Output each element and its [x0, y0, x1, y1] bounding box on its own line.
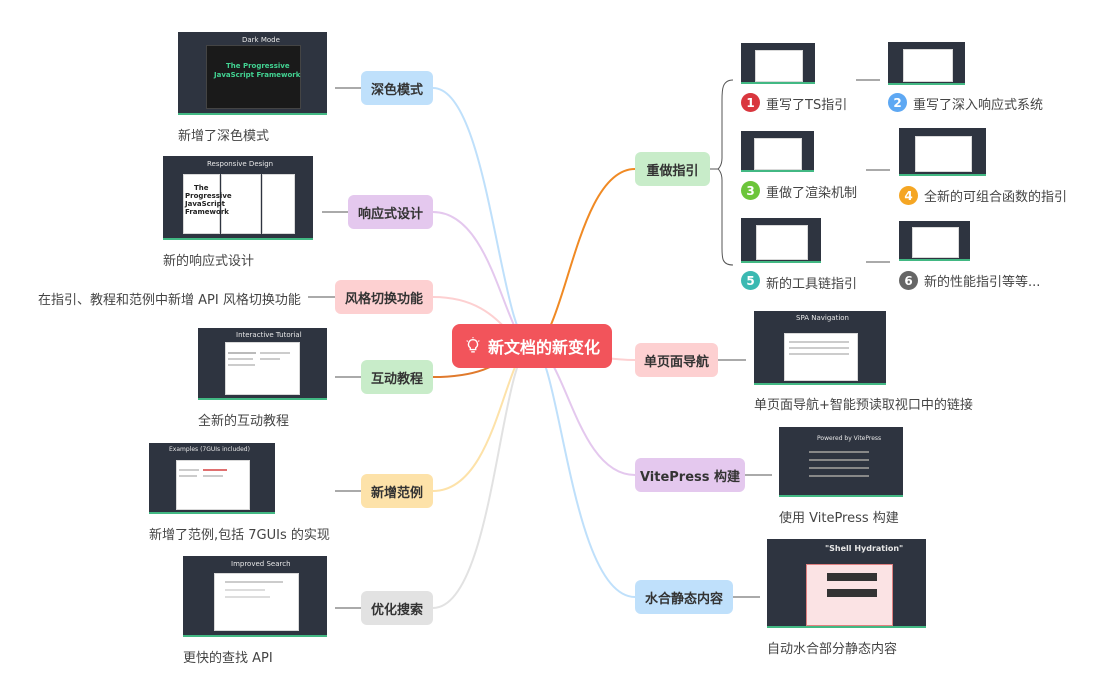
caption-style-switch: 在指引、教程和范例中新增 API 风格切换功能	[38, 293, 301, 308]
screenshot-title: Interactive Tutorial	[236, 331, 302, 339]
screenshot-accent-bar	[178, 113, 327, 115]
screenshot-page	[262, 174, 295, 234]
branch-interactive-tutorial[interactable]: 互动教程	[361, 360, 433, 394]
guide-item-performance[interactable]: 新的性能指引等等...	[924, 275, 1041, 290]
branch-style-switch[interactable]: 风格切换功能	[335, 280, 433, 314]
screenshot-page	[206, 45, 301, 109]
branch-label: 互动教程	[370, 371, 423, 387]
screenshot-title: Powered by VitePress	[817, 435, 882, 442]
caption-interactive-tutorial: 全新的互动教程	[198, 414, 290, 429]
screenshot-headline: The	[194, 184, 209, 192]
branch-label: 优化搜索	[370, 602, 423, 618]
caption-dark-mode: 新增了深色模式	[178, 129, 270, 144]
branch-label: 水合静态内容	[644, 591, 723, 607]
central-topic-label: 新文档的新变化	[487, 338, 600, 357]
central-topic[interactable]: 新文档的新变化	[452, 324, 612, 368]
caption-new-examples: 新增了范例,包括 7GUIs 的实现	[149, 528, 330, 543]
screenshot-accent-bar	[183, 635, 327, 637]
number-badge-6: 6	[899, 271, 918, 290]
screenshot-headline: JavaScript	[185, 200, 226, 208]
guide-item-rendering[interactable]: 重做了渲染机制	[766, 186, 858, 201]
screenshot-title: Examples (7GUIs included)	[169, 446, 250, 453]
search-screenshot: Improved Search	[183, 556, 327, 637]
caption-responsive-design: 新的响应式设计	[163, 254, 255, 269]
screenshot-headline: The Progressive	[226, 62, 290, 70]
caption-vitepress: 使用 VitePress 构建	[779, 511, 899, 526]
lightbulb-icon	[466, 337, 480, 353]
guide-item-reactivity[interactable]: 重写了深入响应式系统	[913, 98, 1044, 113]
branch-responsive-design[interactable]: 响应式设计	[348, 195, 433, 229]
responsive-screenshot: Responsive Design The Progressive JavaSc…	[163, 156, 313, 240]
spa-navigation-screenshot: SPA Navigation	[754, 311, 886, 385]
dark-mode-screenshot: Dark Mode The Progressive JavaScript Fra…	[178, 32, 327, 115]
guide-ts-screenshot	[741, 43, 815, 84]
branch-spa-navigation[interactable]: 单页面导航	[635, 343, 718, 377]
guide-rendering-screenshot	[741, 131, 814, 172]
vitepress-screenshot: Powered by VitePress	[779, 427, 903, 497]
screenshot-accent-bar	[163, 238, 313, 240]
number-badge-4: 4	[899, 186, 918, 205]
screenshot-title: Dark Mode	[242, 36, 280, 44]
branch-static-hydration[interactable]: 水合静态内容	[635, 580, 733, 614]
guide-item-composables[interactable]: 全新的可组合函数的指引	[924, 190, 1068, 205]
screenshot-page	[176, 460, 250, 510]
screenshot-title: Responsive Design	[207, 160, 274, 168]
examples-screenshot: Examples (7GUIs included)	[149, 443, 275, 514]
guide-tooling-screenshot	[741, 218, 821, 263]
branch-vitepress[interactable]: VitePress 构建	[635, 458, 745, 492]
screenshot-headline: JavaScript Framework	[214, 71, 301, 79]
screenshot-page	[183, 174, 220, 234]
screenshot-title: SPA Navigation	[796, 314, 849, 322]
screenshot-accent-bar	[149, 512, 275, 514]
branch-label: VitePress 构建	[639, 469, 741, 485]
screenshot-headline: Progressive	[185, 192, 232, 200]
screenshot-page	[221, 174, 261, 234]
branch-improved-search[interactable]: 优化搜索	[361, 591, 433, 625]
tutorial-screenshot: Interactive Tutorial	[198, 328, 327, 400]
guide-reactivity-screenshot	[888, 42, 965, 85]
branch-dark-mode[interactable]: 深色模式	[361, 71, 433, 105]
screenshot-title: "Shell Hydration"	[825, 544, 904, 553]
hydration-screenshot: "Shell Hydration"	[767, 539, 926, 628]
number-badge-5: 5	[741, 271, 760, 290]
caption-static-hydration: 自动水合部分静态内容	[767, 642, 898, 657]
branch-guide-rework[interactable]: 重做指引	[635, 152, 710, 186]
screenshot-page	[225, 342, 300, 395]
number-badge-2: 2	[888, 93, 907, 112]
branch-label: 单页面导航	[643, 354, 709, 370]
screenshot-accent-bar	[198, 398, 327, 400]
number-badge-1: 1	[741, 93, 760, 112]
caption-improved-search: 更快的查找 API	[183, 651, 273, 666]
screenshot-title: Improved Search	[231, 560, 291, 568]
branch-label: 新增范例	[370, 485, 423, 501]
screenshot-headline: Framework	[185, 208, 229, 216]
branch-label: 风格切换功能	[344, 291, 423, 307]
branch-label: 响应式设计	[357, 206, 423, 222]
branch-label: 深色模式	[370, 82, 423, 98]
caption-spa-navigation: 单页面导航+智能预读取视口中的链接	[754, 398, 973, 413]
guide-item-ts[interactable]: 重写了TS指引	[766, 98, 848, 113]
branch-label: 重做指引	[646, 163, 699, 179]
number-badge-3: 3	[741, 181, 760, 200]
branch-new-examples[interactable]: 新增范例	[361, 474, 433, 508]
guide-composables-screenshot	[899, 128, 986, 176]
guide-item-tooling[interactable]: 新的工具链指引	[766, 277, 858, 292]
guide-performance-screenshot	[899, 221, 970, 261]
